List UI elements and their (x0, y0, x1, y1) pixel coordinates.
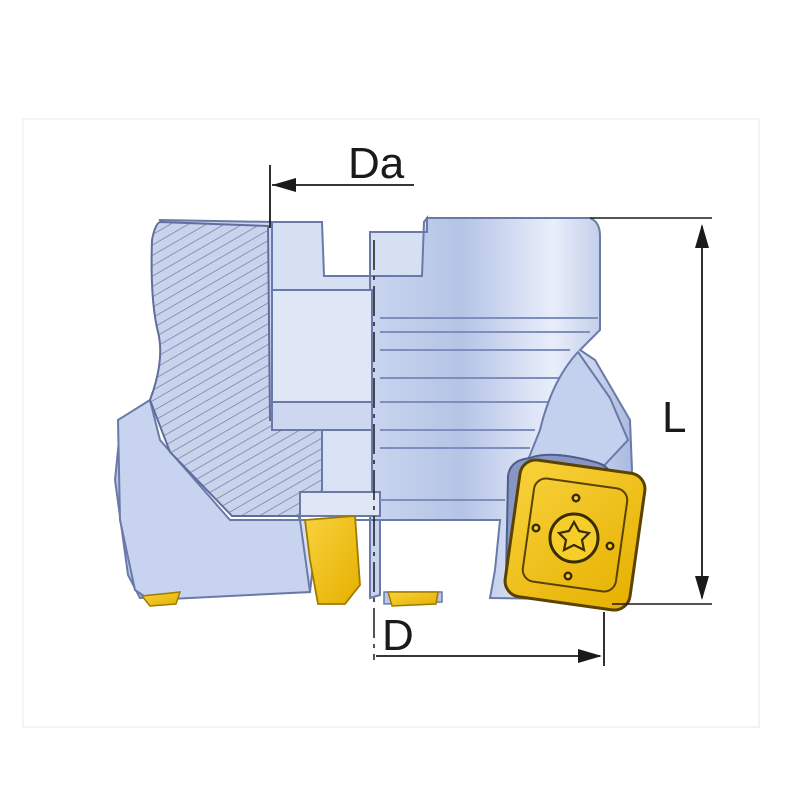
screw-icon (548, 512, 600, 564)
d-arrow-icon (578, 649, 602, 663)
bore-block (271, 289, 373, 403)
l-label: L (662, 393, 686, 442)
insert-middle (303, 515, 361, 605)
square-insert (503, 453, 647, 612)
l-arrow-bottom-icon (695, 576, 709, 600)
bore-step (271, 401, 373, 431)
body-grooves (380, 317, 598, 501)
da-arrow-icon (272, 178, 296, 192)
insert-left-edge (140, 591, 182, 607)
bore-bottom (299, 491, 381, 517)
d-label: D (382, 611, 414, 660)
lower-left-flank (116, 398, 312, 602)
bore-lower (321, 429, 373, 501)
insert-center-bottom (387, 591, 439, 607)
da-label: Da (348, 139, 405, 188)
l-arrow-top-icon (695, 224, 709, 248)
section-hatch (148, 220, 327, 517)
